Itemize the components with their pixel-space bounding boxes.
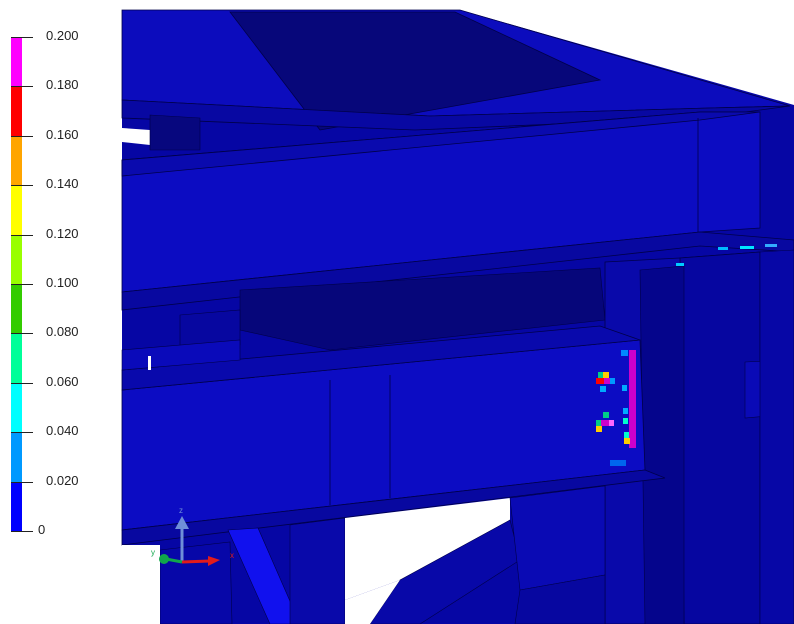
legend-swatch	[11, 234, 22, 284]
legend-swatch	[11, 382, 22, 433]
legend-tick	[11, 185, 33, 187]
x-axis-label: x	[230, 551, 234, 560]
opening-slot	[148, 356, 151, 370]
legend-tick	[11, 432, 33, 434]
upper-beam-flange	[121, 111, 761, 177]
legend-tick	[11, 284, 33, 285]
legend-tick	[11, 382, 33, 384]
legend-tick	[11, 86, 33, 88]
lower-beam-bottom-flange	[121, 469, 666, 546]
diagonal-brace	[227, 527, 301, 624]
diagonal-brace-lower	[369, 519, 521, 624]
axis-triad: z x y	[151, 506, 234, 566]
z-axis-label: z	[179, 506, 183, 515]
x-axis-arrow-icon	[208, 556, 220, 566]
legend-swatch	[11, 135, 22, 186]
legend-label: 0.020	[46, 472, 79, 488]
legend-label: 0.180	[46, 77, 79, 93]
lower-beam-top-flange	[121, 325, 641, 391]
legend-label: 0.140	[46, 176, 79, 192]
legend-tick	[11, 481, 33, 483]
legend-label: 0.120	[46, 225, 79, 241]
legend-swatch	[11, 432, 22, 482]
legend-swatch	[11, 86, 22, 136]
y-axis-arrow-icon	[159, 554, 169, 564]
legend-label: 0.200	[46, 28, 79, 43]
legend-swatch	[11, 185, 22, 235]
legend-label: 0.160	[46, 126, 79, 142]
legend-tick	[11, 135, 33, 137]
legend-tick	[11, 333, 33, 335]
legend-label: 0.040	[46, 423, 79, 439]
legend-tick	[11, 37, 33, 38]
top-slab-underside	[229, 11, 602, 131]
legend-swatch	[11, 37, 22, 87]
legend-label: 0.060	[46, 373, 79, 389]
legend-tick	[11, 531, 33, 532]
legend-tick	[11, 234, 33, 236]
y-axis-label: y	[151, 548, 155, 557]
legend-label: 0.100	[46, 275, 79, 290]
color-legend: 0.200 0.180 0.160 0.140 0.120 0.100 0.080 0.060…	[0, 0, 120, 560]
legend-label: 0.080	[46, 324, 79, 340]
z-axis-arrow-icon	[175, 516, 189, 529]
lower-opening	[345, 498, 510, 600]
legend-swatch	[11, 284, 22, 334]
legend-swatch	[11, 333, 22, 383]
connection-plate-hotspot	[629, 350, 636, 448]
opening-gap	[122, 128, 150, 145]
legend-swatch	[11, 481, 22, 531]
legend-label: 0	[38, 522, 46, 537]
inner-bracing	[149, 114, 201, 151]
